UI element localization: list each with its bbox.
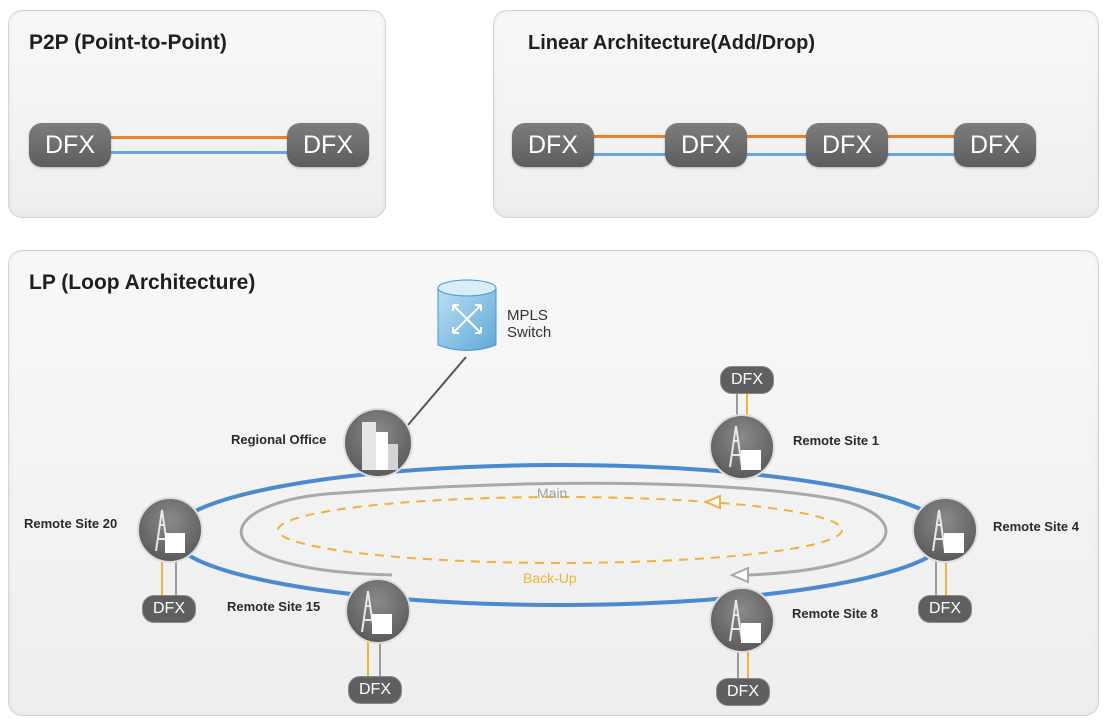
building-icon [343, 408, 413, 478]
linear-link-orange [592, 135, 962, 138]
linear-panel: Linear Architecture(Add/Drop) DFX DFX DF… [493, 10, 1099, 218]
linear-link-blue [592, 153, 962, 156]
tower-icon [137, 497, 203, 563]
p2p-link-blue [109, 151, 293, 154]
backup-ring [277, 496, 843, 564]
mpls-label-line1: MPLS [507, 307, 548, 324]
tower-icon [912, 497, 978, 563]
dfx-remote-8: DFX [716, 678, 770, 706]
mpls-label: MPLS Switch [507, 307, 551, 341]
site-label-remote-15: Remote Site 15 [227, 599, 321, 614]
tower-icon [709, 414, 775, 480]
mpls-label-line2: Switch [507, 324, 552, 341]
arrow-icon [703, 494, 721, 510]
linear-dfx-node: DFX [512, 123, 594, 167]
p2p-panel: P2P (Point-to-Point) DFX DFX [8, 10, 386, 218]
ring-label-main: Main [537, 485, 568, 501]
p2p-title: P2P (Point-to-Point) [29, 31, 227, 54]
site-label-remote-20: Remote Site 20 [24, 516, 118, 531]
p2p-link-orange [109, 136, 293, 139]
linear-dfx-node: DFX [806, 123, 888, 167]
linear-dfx-node: DFX [954, 123, 1036, 167]
linear-title: Linear Architecture(Add/Drop) [528, 32, 816, 54]
site-label-remote-4: Remote Site 4 [993, 519, 1079, 534]
site-label-regional-office: Regional Office [231, 432, 327, 447]
dfx-remote-1: DFX [720, 366, 774, 394]
main-ring-inner [239, 481, 888, 577]
p2p-dfx-node: DFX [287, 123, 369, 167]
linear-dfx-node: DFX [665, 123, 747, 167]
tower-icon [709, 587, 775, 653]
switch-icon [437, 279, 497, 351]
dfx-remote-20: DFX [142, 595, 196, 623]
site-label-remote-1: Remote Site 1 [793, 433, 879, 448]
arrow-icon [729, 566, 749, 584]
dfx-remote-4: DFX [918, 595, 972, 623]
tower-icon [345, 578, 411, 644]
loop-title: LP (Loop Architecture) [29, 271, 256, 294]
p2p-dfx-node: DFX [29, 123, 111, 167]
dfx-remote-15: DFX [348, 676, 402, 704]
ring-label-backup: Back-Up [523, 570, 577, 586]
site-label-remote-8: Remote Site 8 [792, 606, 878, 621]
